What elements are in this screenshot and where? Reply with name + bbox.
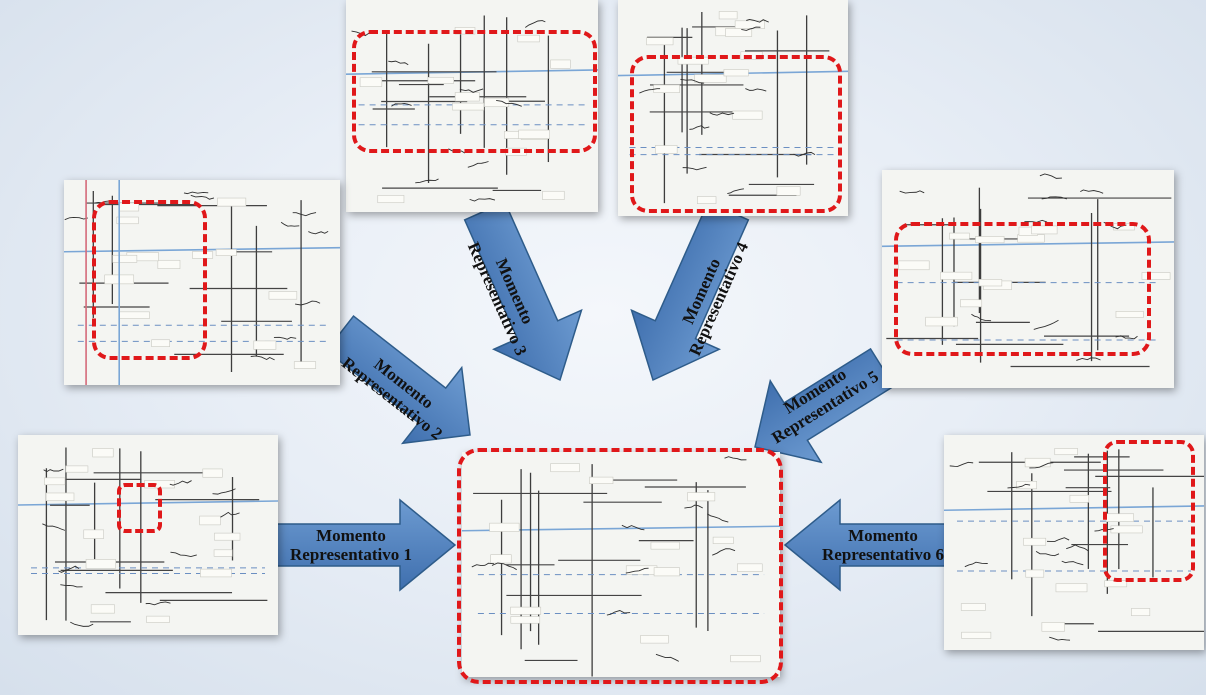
highlight-final-map [457, 448, 783, 684]
highlight-moment-6 [1103, 440, 1195, 582]
label-moment-6-line1: Momento [848, 526, 918, 545]
highlight-moment-4 [630, 55, 842, 213]
highlight-moment-5 [894, 222, 1151, 356]
arrow-1 [275, 498, 457, 592]
label-moment-6-line2: Representativo 6 [822, 545, 944, 564]
photo-moment-5 [882, 170, 1174, 388]
highlight-moment-3 [352, 30, 597, 153]
photo-moment-1 [18, 435, 278, 635]
label-moment-6: Momento Representativo 6 [808, 526, 958, 564]
label-moment-1-line2: Representativo 1 [290, 545, 412, 564]
photo-moment-6 [944, 435, 1204, 650]
highlight-moment-1 [117, 483, 162, 533]
label-moment-1: Momento Representativo 1 [276, 526, 426, 564]
arrow-6 [783, 498, 946, 592]
highlight-moment-2 [92, 200, 207, 360]
arrow-3 [463, 201, 583, 382]
arrow-2 [325, 315, 471, 445]
label-moment-1-line1: Momento [316, 526, 386, 545]
photo-moment-3 [346, 0, 598, 212]
photo-moment-4 [618, 0, 848, 216]
photo-final-map [462, 452, 780, 677]
arrow-4 [630, 201, 750, 382]
arrow-5 [754, 347, 895, 464]
